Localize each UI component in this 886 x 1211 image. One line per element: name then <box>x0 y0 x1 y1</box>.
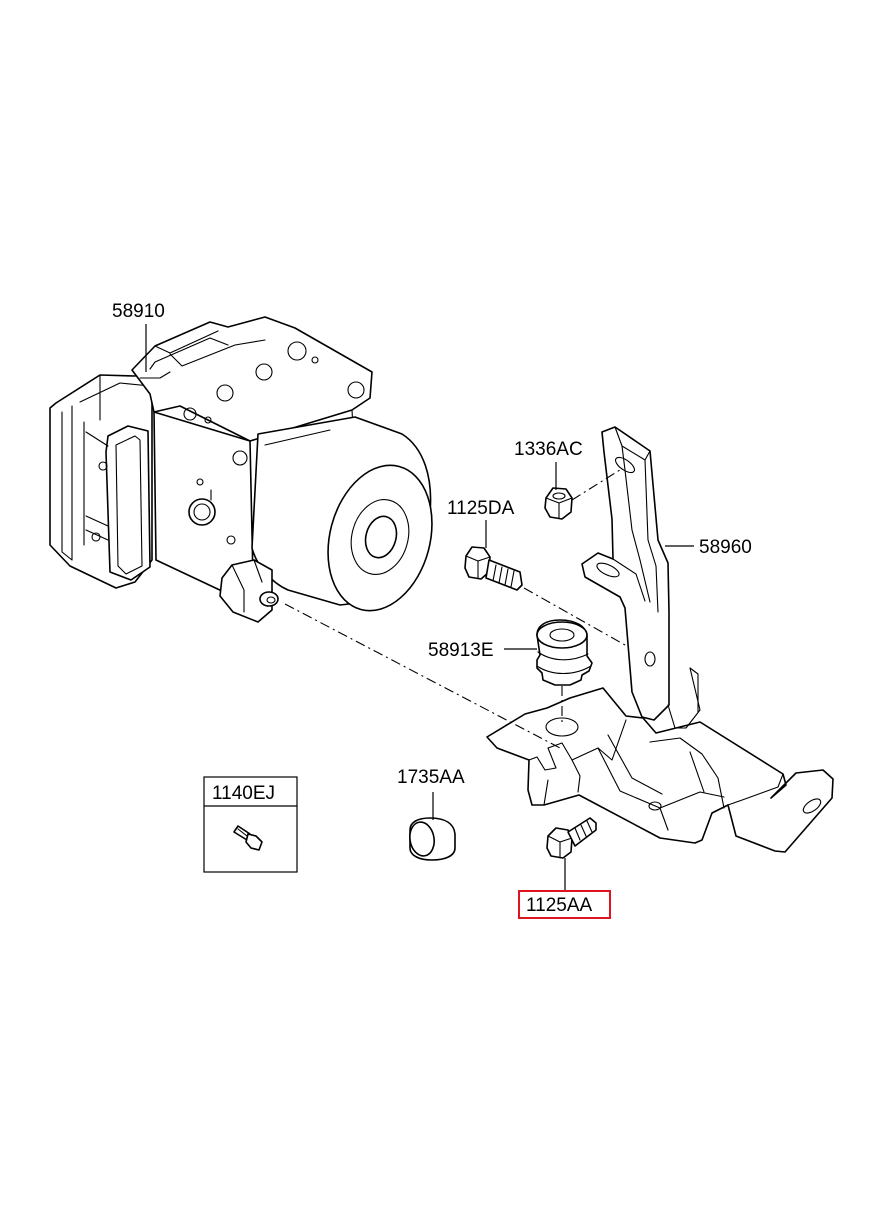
highlight-box <box>518 890 611 919</box>
rubber-grommet-icon[interactable] <box>536 619 593 686</box>
screw-icon[interactable] <box>233 825 263 851</box>
part-box <box>203 776 298 873</box>
bushing-icon[interactable] <box>407 817 456 861</box>
part-label-1125DA[interactable]: 1125DA <box>447 498 515 519</box>
part-label-1140EJ[interactable]: 1140EJ <box>212 783 275 804</box>
part-label-1735AA[interactable]: 1735AA <box>397 767 465 788</box>
abs-hydraulic-unit-icon[interactable] <box>49 316 447 623</box>
part-label-1125AA[interactable]: 1125AA <box>526 895 593 916</box>
part-label-58960[interactable]: 58960 <box>699 537 752 558</box>
hex-bolt-icon[interactable] <box>464 546 523 591</box>
mounting-bracket-icon[interactable] <box>486 426 834 853</box>
part-label-1336AC[interactable]: 1336AC <box>514 439 583 460</box>
assembly-line-hcu <box>284 603 561 749</box>
hex-nut-icon[interactable] <box>544 487 573 520</box>
part-label-58910[interactable]: 58910 <box>112 301 165 322</box>
part-label-58913E[interactable]: 58913E <box>428 640 494 661</box>
hex-bolt-icon[interactable] <box>546 817 597 859</box>
